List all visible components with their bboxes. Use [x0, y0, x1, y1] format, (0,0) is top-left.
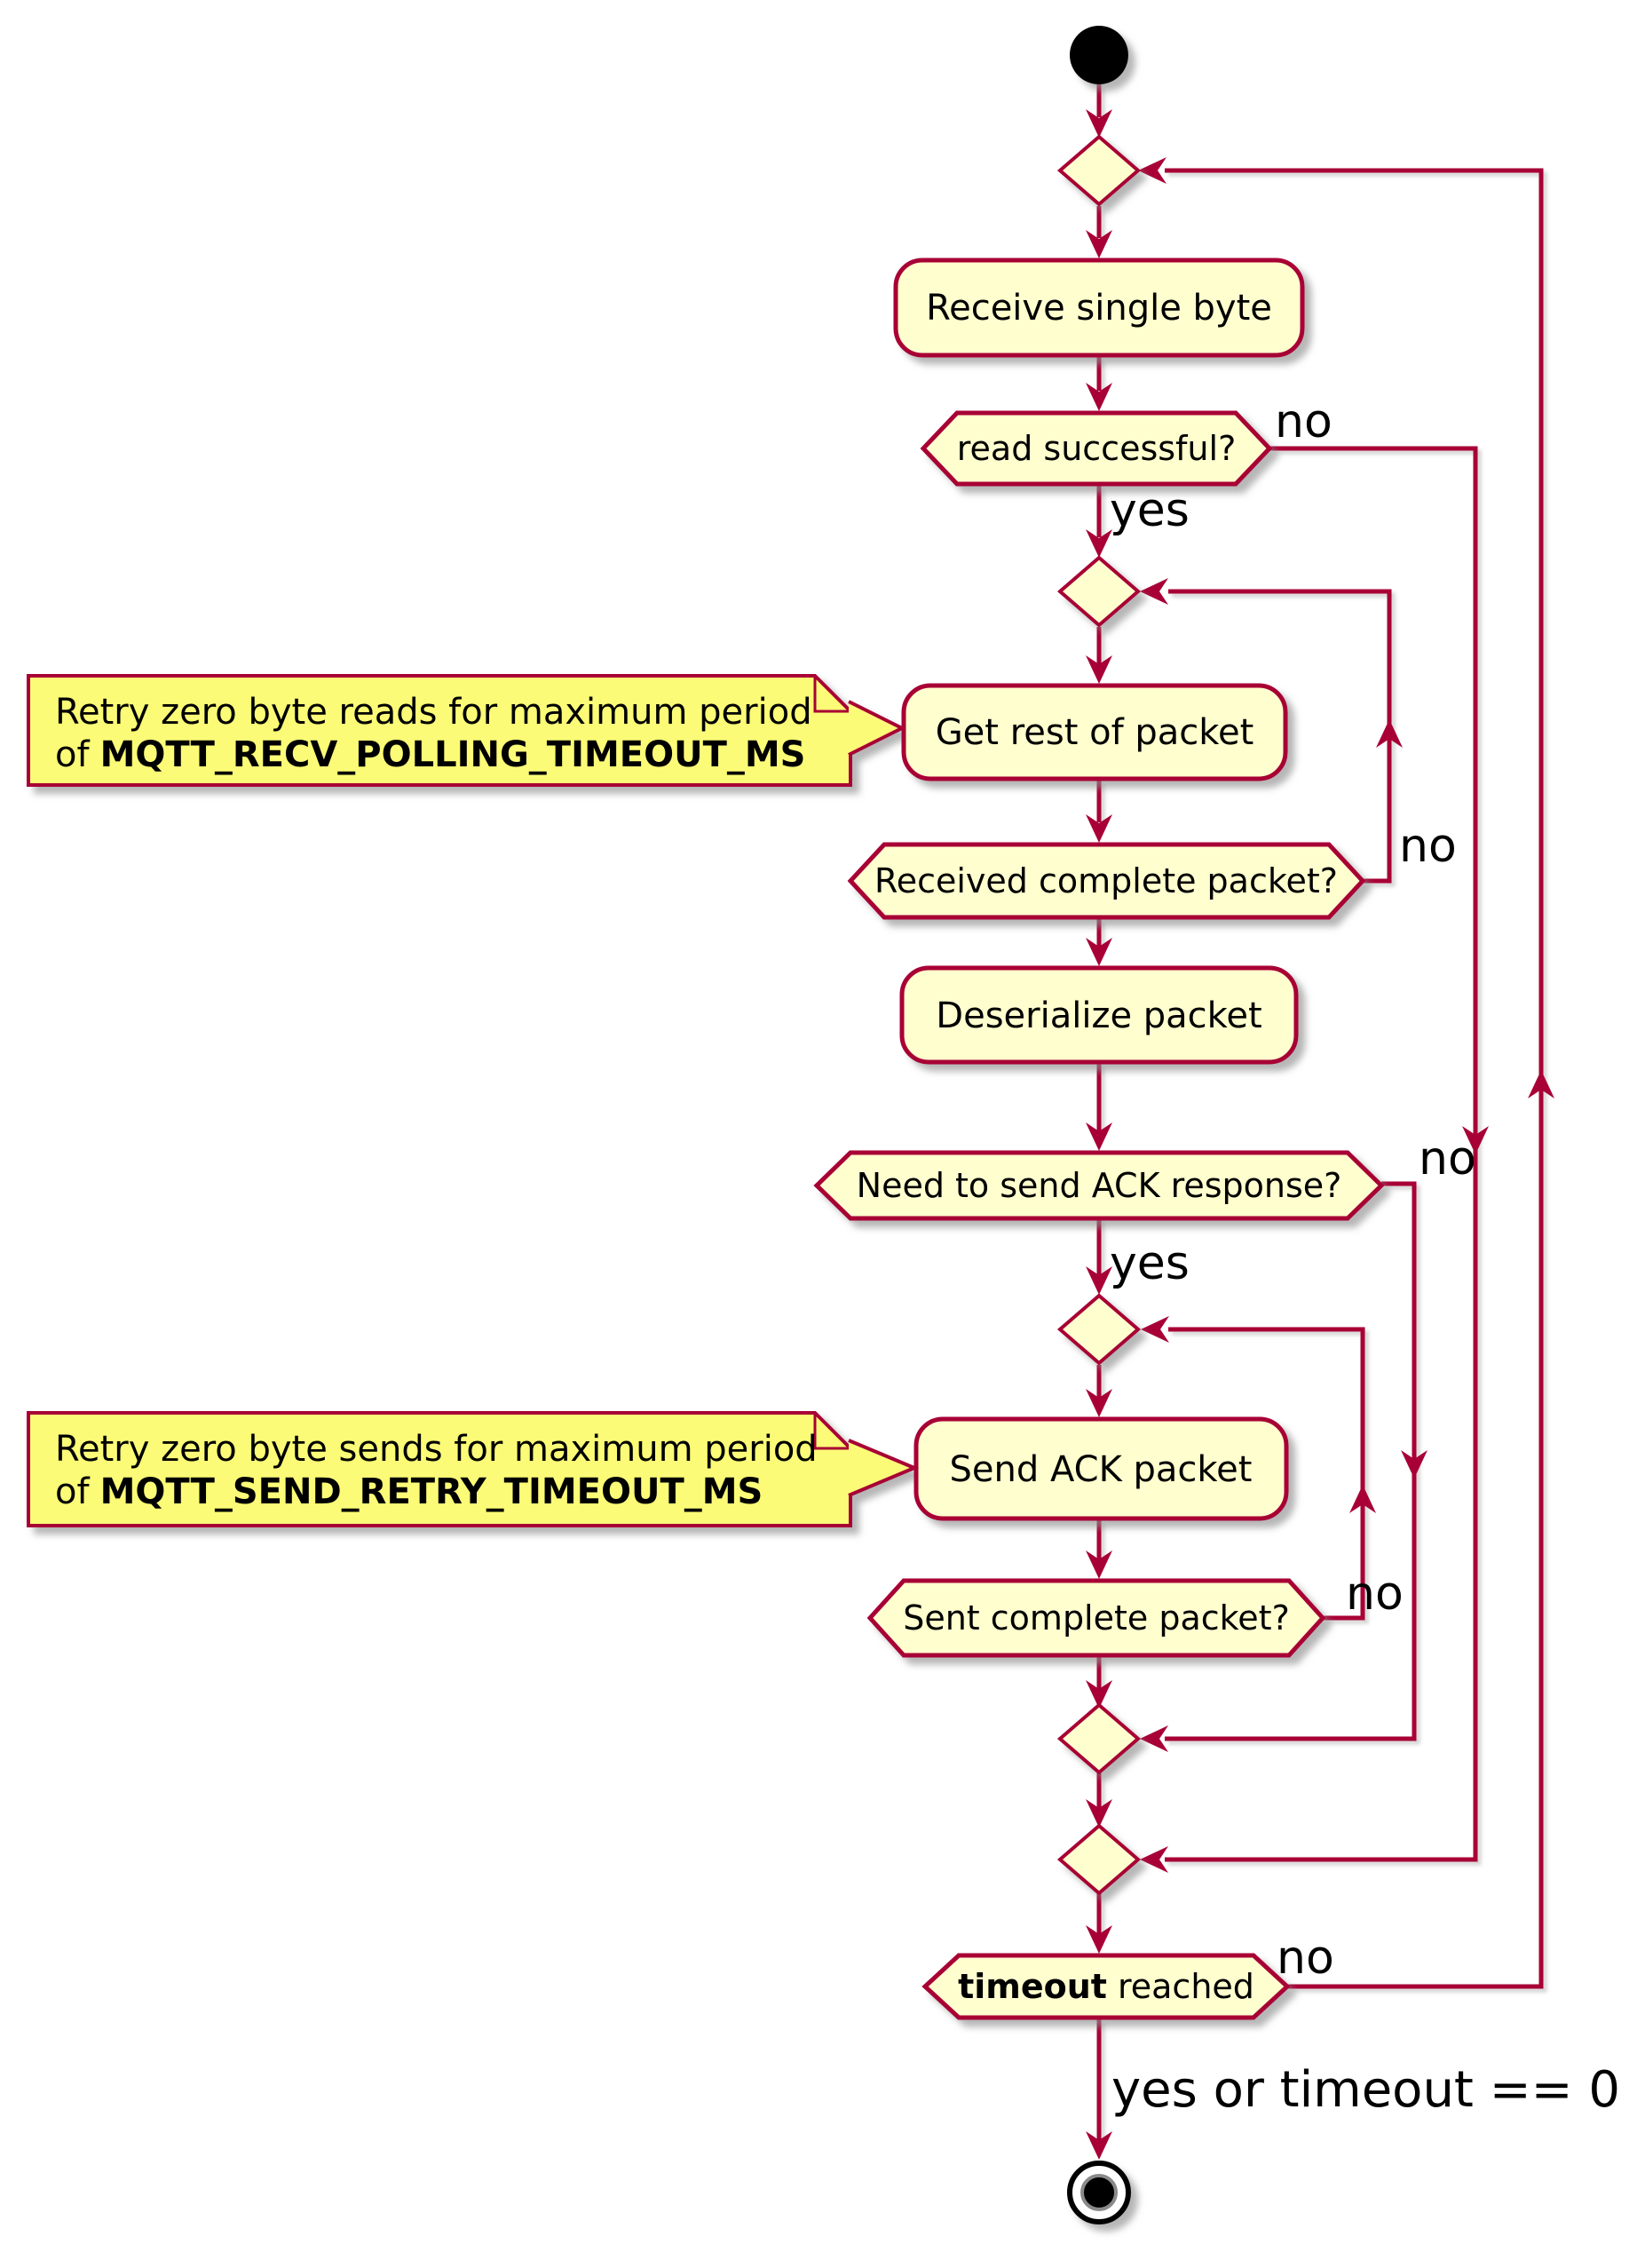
- label-final-exit: yes or timeout == 0: [1111, 2061, 1620, 2119]
- start-node: [1070, 26, 1128, 84]
- activity-get-rest-of-packet-label: Get rest of packet: [936, 712, 1254, 753]
- decision-received-complete-packet: [847, 842, 1366, 920]
- activity-send-ack-packet-label: Send ACK packet: [950, 1449, 1253, 1490]
- label-sent-complete-no: no: [1346, 1567, 1404, 1621]
- arrowheads-left: [1138, 157, 1169, 1873]
- arrowheads-down: [1086, 109, 1489, 2160]
- decision-sent-complete-packet: [866, 1578, 1326, 1658]
- decision-received-complete-packet-label: Received complete packet?: [874, 861, 1338, 900]
- nodes-layer: [27, 26, 1385, 2224]
- label-need-ack-no: no: [1419, 1132, 1476, 1186]
- note-send-pointer: [848, 1439, 920, 1497]
- activity-deserialize-packet-label: Deserialize packet: [936, 995, 1261, 1036]
- edges-layer: [1096, 84, 1544, 2140]
- label-read-successful-no: no: [1275, 395, 1333, 448]
- note-send-fold-icon: [813, 1413, 850, 1450]
- decision-sent-complete-packet-label: Sent complete packet?: [903, 1598, 1290, 1638]
- label-timeout-no: no: [1277, 1931, 1334, 1985]
- activity-receive-single-byte-label: Receive single byte: [926, 288, 1272, 329]
- merge-diamond-send-loop: [1056, 1293, 1142, 1366]
- label-need-ack-yes: yes: [1110, 1237, 1190, 1290]
- arrowheads-up: [1349, 719, 1554, 1513]
- activity-receive-single-byte: [893, 258, 1305, 358]
- note-recv-fold-icon: [813, 676, 850, 713]
- merge-diamond-outer-loop: [1056, 134, 1142, 207]
- note-recv-pointer: [848, 700, 906, 757]
- merge-diamond-recv-loop: [1056, 555, 1142, 628]
- label-received-complete-no: no: [1399, 820, 1457, 873]
- decision-read-successful: [920, 410, 1273, 487]
- label-read-successful-yes: yes: [1110, 484, 1190, 537]
- decision-read-successful-label: read successful?: [957, 429, 1236, 468]
- end-node-dot: [1080, 2174, 1118, 2211]
- decision-timeout-reached: [921, 1953, 1291, 2020]
- merge-diamond-b: [1056, 1823, 1142, 1896]
- note-recv-line1: Retry zero byte reads for maximum period: [55, 692, 812, 733]
- decision-need-to-send-ack: [813, 1150, 1385, 1221]
- edge-sentcomplete-no-loop: [1168, 1327, 1365, 1621]
- activity-deserialize-packet: [899, 965, 1299, 1065]
- activity-get-rest-of-packet: [901, 683, 1288, 781]
- note-send-line1: Retry zero byte sends for maximum period: [55, 1429, 818, 1470]
- merge-diamond-a: [1056, 1702, 1142, 1775]
- decision-need-to-send-ack-label: Need to send ACK response?: [857, 1166, 1342, 1205]
